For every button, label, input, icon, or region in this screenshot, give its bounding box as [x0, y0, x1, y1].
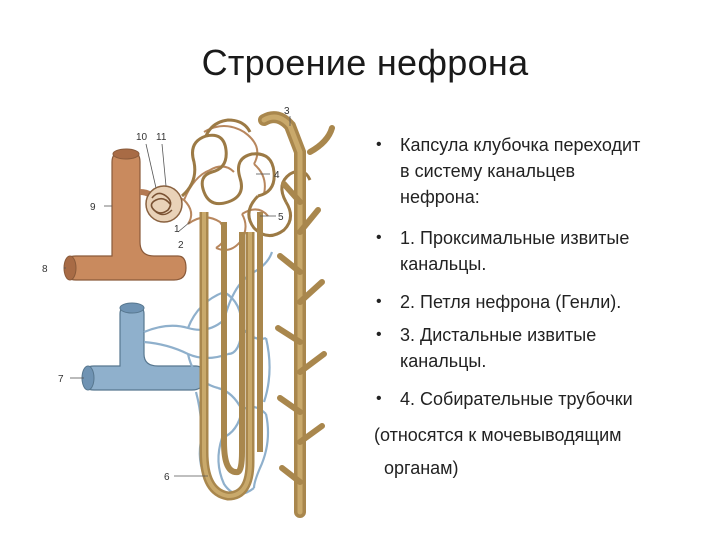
note-line-2: органам) [384, 455, 459, 481]
bullet-marker: • [376, 132, 382, 158]
bullet-text: в систему канальцев [400, 158, 575, 184]
bullet-text: канальцы. [400, 251, 486, 277]
bullet-text: 1. Проксимальные извитые [400, 225, 629, 251]
label-9: 9 [90, 202, 96, 213]
label-3: 3 [284, 106, 290, 117]
bullet-marker: • [376, 289, 382, 315]
label-6: 6 [164, 472, 170, 483]
label-8: 8 [42, 264, 48, 275]
slide-title: Строение нефрона [0, 42, 720, 84]
bullet-text: канальцы. [400, 348, 486, 374]
label-7: 7 [58, 374, 64, 385]
leader-lines [64, 116, 290, 476]
bullet-text: 4. Собирательные трубочки [400, 386, 633, 412]
label-11: 11 [156, 132, 167, 143]
bullet-marker: • [376, 386, 382, 412]
label-2: 2 [178, 240, 184, 251]
bullet-text: 2. Петля нефрона (Генли). [400, 289, 621, 315]
nephron-diagram: 9 8 7 6 10 11 1 2 3 4 5 [28, 92, 368, 532]
bullet-text: нефрона: [400, 184, 480, 210]
label-4: 4 [274, 170, 280, 181]
vein [82, 303, 204, 390]
bullet-marker: • [376, 225, 382, 251]
label-5: 5 [278, 212, 284, 223]
note-line-1: (относятся к мочевыводящим [374, 422, 622, 448]
bullet-marker: • [376, 322, 382, 348]
bullet-text: 3. Дистальные извитые [400, 322, 596, 348]
bullet-text: Капсула клубочка переходит [400, 132, 640, 158]
label-10: 10 [136, 132, 148, 143]
glomerulus [146, 186, 182, 222]
label-1: 1 [174, 224, 180, 235]
